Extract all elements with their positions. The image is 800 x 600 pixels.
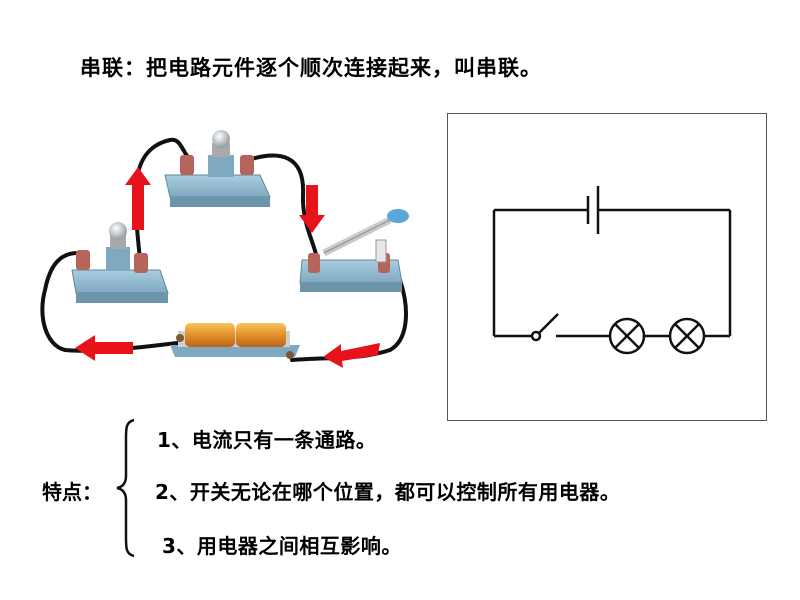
features-label: 特点： (42, 480, 102, 504)
bulb-holder-icon (164, 130, 271, 207)
feature-point-2: 2、开关无论在哪个位置，都可以控制所有用电器。 (155, 480, 621, 504)
flow-arrow-icon (75, 167, 380, 368)
circuit-illustration (40, 130, 409, 368)
knife-switch-icon (299, 209, 409, 292)
feature-point-3: 3、用电器之间相互影响。 (162, 534, 402, 558)
feature-point-1: 1、电流只有一条通路。 (157, 428, 377, 452)
page-title: 串联：把电路元件逐个顺次连接起来，叫串联。 (80, 56, 542, 80)
lamp-symbol-icon (668, 317, 706, 355)
battery-symbol-icon (586, 186, 600, 234)
brace-icon (116, 418, 135, 558)
schematic-drawing (492, 186, 732, 355)
circuit-schematic (447, 113, 767, 421)
battery-icon (170, 323, 300, 359)
lamp-symbol-icon (608, 317, 646, 355)
bulb-holder-icon (71, 222, 169, 303)
switch-symbol-icon (530, 313, 559, 342)
